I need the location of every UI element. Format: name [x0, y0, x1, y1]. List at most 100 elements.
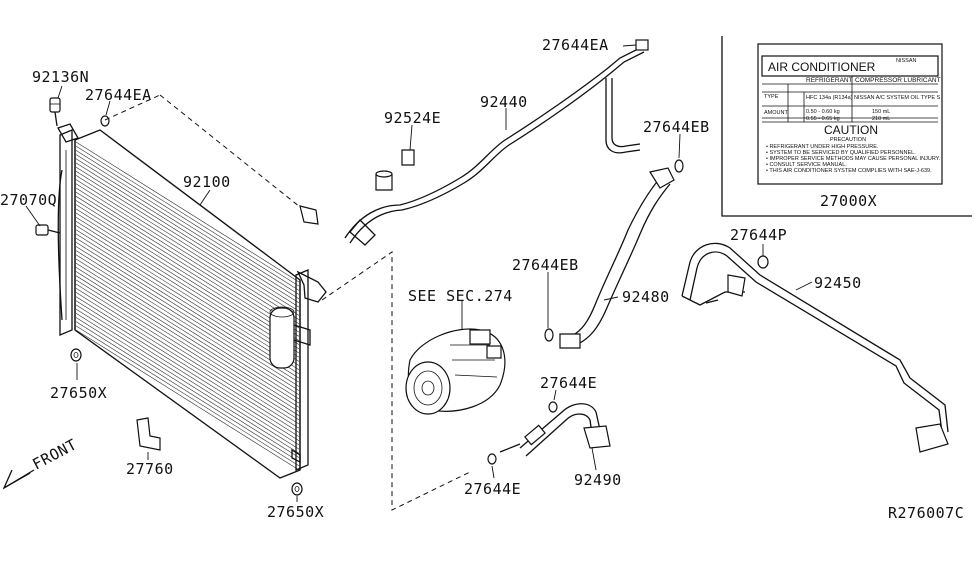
label-92490[interactable]: 92490 [574, 471, 622, 489]
label-card-note: • CONSULT SERVICE MANUAL. [766, 162, 847, 168]
condenser-fin [75, 191, 300, 333]
label-card-brand: NISSAN [896, 58, 917, 64]
label-27644P[interactable]: 27644P [730, 226, 787, 244]
label-92100[interactable]: 92100 [183, 173, 231, 191]
condenser-fin [75, 313, 300, 454]
label-27760[interactable]: 27760 [126, 460, 174, 478]
bracket-27760[interactable] [136, 417, 161, 451]
condenser-fin [75, 317, 300, 458]
label-92450[interactable]: 92450 [814, 274, 862, 292]
condenser-fin [75, 200, 300, 341]
label-27644EB-mid[interactable]: 27644EB [512, 256, 579, 274]
condenser-fin [75, 321, 300, 462]
label-reference-code: R276007C [888, 504, 964, 522]
condenser-fin [75, 308, 300, 450]
condenser-fin [75, 225, 300, 366]
label-card-col-lubricant: COMPRESSOR LUBRICANT [855, 77, 941, 84]
label-card-note: • IMPROPER SERVICE METHODS MAY CAUSE PER… [766, 156, 941, 162]
condenser-fin [75, 150, 300, 291]
bushing-27650X-bottom[interactable] [291, 482, 303, 496]
label-92480[interactable]: 92480 [622, 288, 670, 306]
condenser-fin [75, 145, 300, 287]
condenser-fin [75, 250, 300, 391]
condenser-fin [75, 233, 300, 375]
condenser-fin [75, 254, 300, 396]
label-27650X-top[interactable]: 27650X [50, 384, 107, 402]
label-card-caution: CAUTION [824, 123, 878, 137]
condenser-fin [75, 275, 300, 416]
condenser-fin [75, 212, 300, 354]
label-card-amount-1: 0.50 - 0.60 kg [806, 109, 840, 115]
bolt-27070Q[interactable] [35, 224, 61, 236]
condenser-fin [75, 287, 300, 429]
condenser-fin [75, 246, 300, 387]
label-card-note: • SYSTEM TO BE SERVICED BY QUALIFIED PER… [766, 150, 916, 156]
label-27650X-bottom[interactable]: 27650X [267, 503, 324, 521]
condenser-fin [75, 258, 300, 400]
condenser-fin [75, 325, 300, 467]
label-card-lubricant-type: NISSAN A/C SYSTEM OIL TYPE S [854, 95, 941, 101]
condenser-fin [75, 162, 300, 304]
condenser-fin [75, 279, 300, 421]
label-card-note: • REFRIGERANT UNDER HIGH PRESSURE. [766, 144, 879, 150]
condenser-fin [75, 300, 300, 442]
condenser-fin [75, 292, 300, 433]
condenser-92100[interactable] [57, 123, 327, 479]
front-arrow-icon [2, 469, 35, 490]
condenser-fin [75, 196, 300, 337]
condenser-fin [75, 237, 300, 379]
o-ring-27644EA-left[interactable] [100, 115, 110, 127]
hose-92480[interactable] [544, 159, 684, 349]
condenser-fin [75, 141, 300, 283]
label-27644E-right[interactable]: 27644E [540, 374, 597, 392]
condenser-fin [75, 296, 300, 437]
condenser-fin [75, 170, 300, 312]
condenser-fin [75, 175, 300, 316]
label-27644EA-top[interactable]: 27644EA [542, 36, 609, 54]
label-92440[interactable]: 92440 [480, 93, 528, 111]
condenser-fin [75, 329, 300, 471]
hose-92490[interactable] [487, 401, 611, 465]
condenser-fin [75, 183, 300, 325]
label-card-lub-amount-2: 210 mL [872, 116, 890, 122]
condenser-fin [75, 216, 300, 358]
label-27644E-bottom[interactable]: 27644E [464, 480, 521, 498]
condenser-fin [75, 179, 300, 320]
condenser-fin [75, 166, 300, 308]
condenser-fin [75, 208, 300, 350]
condenser-fin [75, 154, 300, 295]
label-card-refrigerant-type: HFC 134a (R134a) [806, 95, 853, 101]
label-card-row-amount: AMOUNT [764, 110, 788, 116]
label-27000X[interactable]: 27000X [820, 192, 877, 210]
condenser-fin [75, 221, 300, 362]
label-card-note: • THIS AIR CONDITIONER SYSTEM COMPLIES W… [766, 168, 932, 174]
label-card-lub-amount-1: 150 mL [872, 109, 890, 115]
pipe-92450[interactable] [681, 242, 949, 453]
label-card-precaution: PRECAUTION [830, 137, 866, 143]
condenser-fin [75, 242, 300, 383]
label-see-sec-274[interactable]: SEE SEC.274 [408, 287, 513, 305]
label-92524E[interactable]: 92524E [384, 109, 441, 127]
condenser-fin [75, 187, 300, 329]
condenser-fin [75, 283, 300, 425]
condenser-fin [75, 271, 300, 412]
condenser-fin [75, 229, 300, 370]
bushing-27650X-top[interactable] [70, 348, 82, 362]
label-card-27000X[interactable] [721, 36, 972, 217]
label-27070Q[interactable]: 27070Q [0, 191, 57, 209]
condenser-fin [75, 267, 300, 408]
label-27644EB-top[interactable]: 27644EB [643, 118, 710, 136]
compressor[interactable] [405, 328, 506, 415]
label-92136N[interactable]: 92136N [32, 68, 89, 86]
condenser-fin [75, 204, 300, 345]
bolt-92136N[interactable] [49, 97, 61, 127]
label-card-row-type: TYPE [764, 94, 779, 100]
label-card-amount-2: 0.55 - 0.65 kg [806, 116, 840, 122]
label-27644EA-left[interactable]: 27644EA [85, 86, 152, 104]
label-front: FRONT [29, 435, 80, 473]
pipe-92440[interactable] [299, 39, 649, 246]
condenser-fin [75, 304, 300, 446]
label-card-title: AIR CONDITIONER [768, 60, 876, 74]
